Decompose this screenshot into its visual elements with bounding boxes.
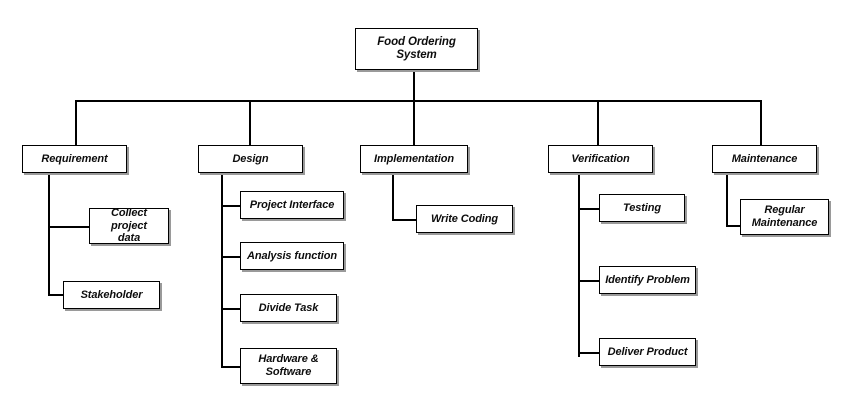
node-label: Design xyxy=(232,152,269,165)
connector-bus-drop-requirement xyxy=(75,100,77,145)
node-task-analysis-function: Analysis function xyxy=(240,242,344,270)
node-phase-maintenance: Maintenance xyxy=(712,145,817,173)
connector-bus-drop-design xyxy=(249,100,251,145)
connector-bus-drop-verification xyxy=(597,100,599,145)
connector-stub-hardware-software xyxy=(221,366,243,368)
node-label: Stakeholder xyxy=(80,288,143,301)
connector-stub-regular-maintenance xyxy=(726,225,748,227)
connector-stub-testing xyxy=(578,208,602,210)
node-task-hardware-software: Hardware & Software xyxy=(240,348,337,384)
node-root-food-ordering-system: Food Ordering System xyxy=(355,28,478,70)
connector-stub-identify-problem xyxy=(578,280,602,282)
connector-trunk-verification xyxy=(578,173,580,357)
connector-stub-project-interface xyxy=(221,205,243,207)
node-label: Deliver Product xyxy=(607,345,688,358)
node-label: Project Interface xyxy=(249,198,335,211)
node-task-project-interface: Project Interface xyxy=(240,191,344,219)
connector-trunk-requirement xyxy=(48,173,50,296)
node-label: Maintenance xyxy=(731,152,798,165)
node-task-stakeholder: Stakeholder xyxy=(63,281,160,309)
node-task-collect-project-data: Collect project data xyxy=(89,207,169,245)
connector-trunk-maintenance xyxy=(726,173,728,227)
node-label: Analysis function xyxy=(247,249,337,262)
connector-stub-divide-task xyxy=(221,308,243,310)
node-label: Implementation xyxy=(374,152,454,165)
connector-stub-collect-project-data xyxy=(48,226,90,228)
node-label: Write Coding xyxy=(430,212,499,225)
node-phase-implementation: Implementation xyxy=(360,145,468,173)
node-phase-requirement: Requirement xyxy=(22,145,127,173)
node-phase-design: Design xyxy=(198,145,303,173)
node-label: Testing xyxy=(622,201,661,214)
node-task-divide-task: Divide Task xyxy=(240,294,337,322)
node-phase-verification: Verification xyxy=(548,145,653,173)
connector-stub-deliver-product xyxy=(578,352,602,354)
connector-bus-drop-maintenance xyxy=(760,100,762,145)
connector-level2-bus xyxy=(75,100,762,102)
connector-stub-analysis-function xyxy=(221,256,243,258)
connector-trunk-design xyxy=(221,173,223,368)
node-task-deliver-product: Deliver Product xyxy=(599,338,696,366)
node-task-regular-maintenance: Regular Maintenance xyxy=(740,199,829,235)
node-label: Verification xyxy=(571,152,630,165)
node-task-identify-problem: Identify Problem xyxy=(599,266,696,294)
connector-trunk-implementation xyxy=(392,173,394,221)
node-task-testing: Testing xyxy=(599,194,685,222)
node-label: Identify Problem xyxy=(605,273,690,286)
node-label: Hardware & Software xyxy=(258,353,319,378)
node-label: Food Ordering System xyxy=(377,35,456,61)
node-label: Regular Maintenance xyxy=(751,204,818,229)
connector-stub-write-coding xyxy=(392,219,418,221)
connector-root-stem xyxy=(413,70,415,101)
connector-bus-drop-implementation xyxy=(413,100,415,145)
node-label: Divide Task xyxy=(258,301,319,314)
node-label: Collect project data xyxy=(111,207,147,245)
node-task-write-coding: Write Coding xyxy=(416,205,513,233)
node-label: Requirement xyxy=(41,152,108,165)
